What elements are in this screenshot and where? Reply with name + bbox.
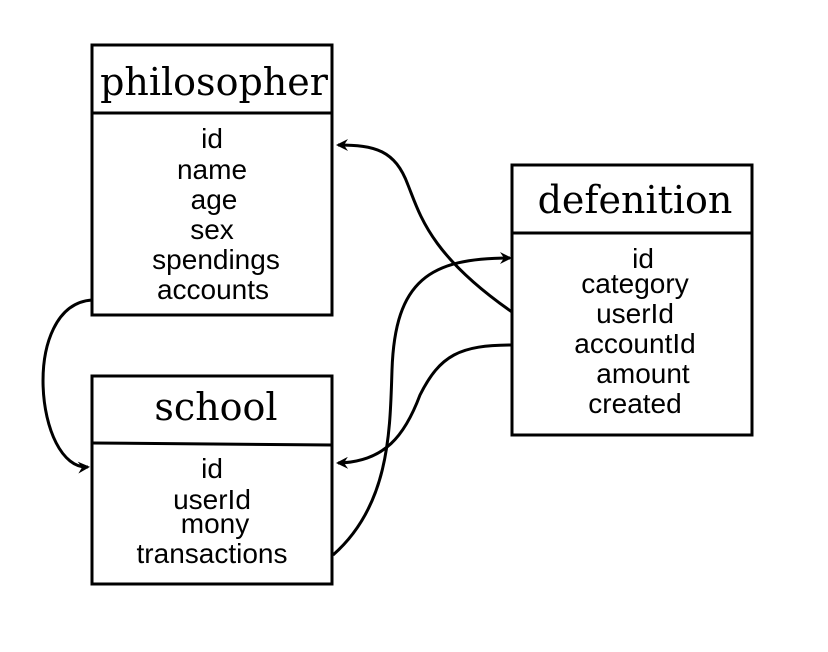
field-spendings: spendings xyxy=(152,244,280,275)
field-age: age xyxy=(191,184,238,215)
field-id: id xyxy=(632,243,654,274)
field-id: id xyxy=(201,453,223,484)
entity-defenition: defenition id category userId accountId … xyxy=(510,163,754,437)
field-created: created xyxy=(588,388,681,419)
entity-box xyxy=(510,163,754,437)
entity-box xyxy=(90,374,334,586)
entity-philosopher: philosopher id name age sex spendings ac… xyxy=(90,43,334,317)
relation-defenition-accountid-to-school-id xyxy=(336,343,513,469)
field-category: category xyxy=(581,268,688,299)
field-accounts: accounts xyxy=(157,274,269,305)
field-userid: userId xyxy=(596,298,674,329)
relation-philosopher-accounts-to-school-id xyxy=(41,298,93,474)
field-sex: sex xyxy=(190,214,234,245)
entity-school: school id userId mony transactions xyxy=(90,374,334,586)
entity-title: defenition xyxy=(538,178,733,222)
field-name: name xyxy=(177,154,247,185)
entity-box xyxy=(90,43,334,317)
relation-school-transactions-to-defenition-id xyxy=(332,252,512,557)
entity-title: philosopher xyxy=(100,60,329,104)
field-id: id xyxy=(201,123,223,154)
field-amount: amount xyxy=(596,358,690,389)
entity-title: school xyxy=(154,385,277,429)
field-mony: mony xyxy=(181,508,249,539)
field-userid: userId xyxy=(173,484,251,515)
relation-defenition-userid-to-philosopher-id xyxy=(336,139,513,314)
entity-divider xyxy=(91,441,333,447)
field-transactions: transactions xyxy=(137,538,288,569)
field-accountid: accountId xyxy=(574,328,695,359)
